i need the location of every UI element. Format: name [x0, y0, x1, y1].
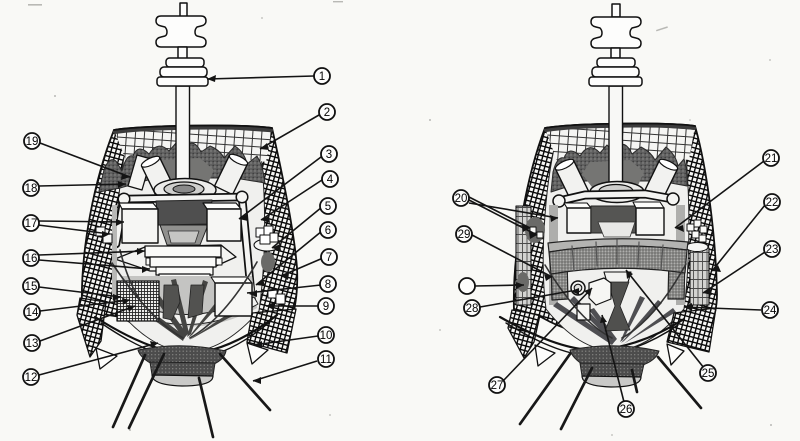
svg-text:3: 3 — [326, 149, 332, 161]
svg-text:16: 16 — [25, 253, 38, 265]
svg-text:22: 22 — [766, 197, 779, 209]
svg-text:6: 6 — [325, 225, 331, 237]
svg-text:5: 5 — [325, 201, 331, 213]
svg-text:15: 15 — [25, 281, 38, 293]
svg-text:26: 26 — [620, 404, 633, 416]
svg-text:17: 17 — [25, 218, 38, 230]
svg-text:9: 9 — [323, 301, 329, 313]
svg-text:7: 7 — [326, 252, 332, 264]
svg-text:2: 2 — [324, 107, 330, 119]
svg-text:29: 29 — [458, 229, 471, 241]
svg-text:1: 1 — [319, 71, 325, 83]
svg-text:23: 23 — [766, 244, 779, 256]
svg-text:18: 18 — [25, 183, 38, 195]
svg-text:28: 28 — [466, 303, 479, 315]
svg-text:25: 25 — [702, 368, 715, 380]
svg-text:4: 4 — [327, 174, 334, 186]
svg-text:12: 12 — [25, 372, 38, 384]
svg-text:24: 24 — [764, 305, 777, 317]
svg-text:14: 14 — [26, 307, 39, 319]
svg-text:20: 20 — [455, 193, 468, 205]
svg-text:11: 11 — [320, 354, 332, 366]
svg-text:21: 21 — [765, 153, 778, 165]
svg-text:19: 19 — [26, 136, 39, 148]
svg-text:27: 27 — [491, 380, 504, 392]
svg-text:10: 10 — [320, 330, 333, 342]
svg-text:8: 8 — [325, 279, 331, 291]
svg-text:13: 13 — [26, 338, 39, 350]
